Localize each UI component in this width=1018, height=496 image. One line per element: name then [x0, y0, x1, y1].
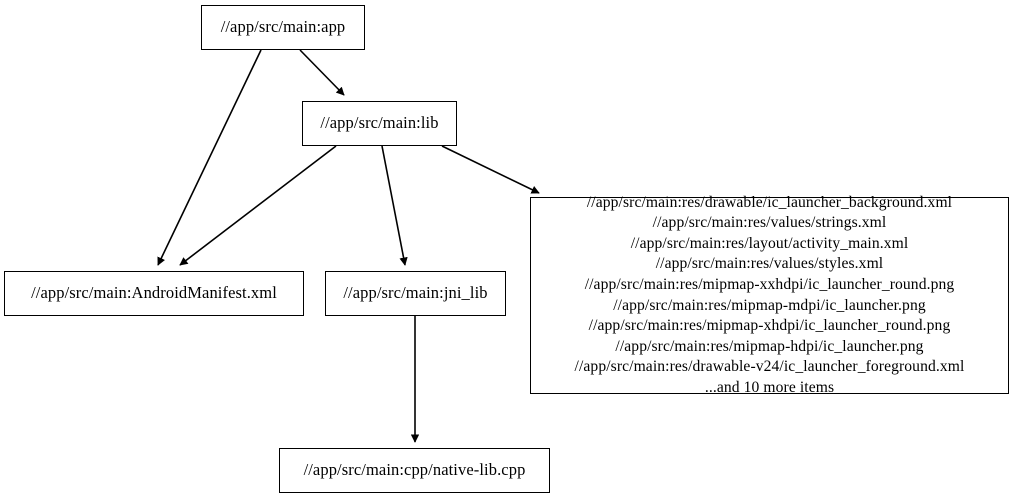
- node-resources[interactable]: //app/src/main:res/drawable/ic_launcher_…: [530, 194, 1009, 396]
- node-jni-lib-label: //app/src/main:jni_lib: [343, 283, 488, 303]
- edge-app-to-lib: [299, 49, 345, 96]
- node-resources-label: //app/src/main:res/drawable/ic_launcher_…: [574, 193, 965, 396]
- edge-app-to-manifest: [157, 49, 262, 266]
- node-native-lib-cpp-label: //app/src/main:cpp/native-lib.cpp: [303, 460, 526, 480]
- node-app[interactable]: //app/src/main:app: [201, 5, 365, 50]
- node-lib[interactable]: //app/src/main:lib: [302, 101, 457, 146]
- edge-lib-to-manifest: [179, 145, 337, 266]
- node-android-manifest[interactable]: //app/src/main:AndroidManifest.xml: [4, 271, 304, 316]
- edge-lib-to-resources: [441, 145, 540, 194]
- node-native-lib-cpp[interactable]: //app/src/main:cpp/native-lib.cpp: [279, 448, 550, 493]
- node-android-manifest-label: //app/src/main:AndroidManifest.xml: [31, 283, 277, 303]
- node-app-label: //app/src/main:app: [220, 17, 346, 37]
- edge-lib-to-jni-lib: [381, 145, 408, 266]
- node-jni-lib[interactable]: //app/src/main:jni_lib: [325, 271, 506, 316]
- node-lib-label: //app/src/main:lib: [320, 113, 439, 133]
